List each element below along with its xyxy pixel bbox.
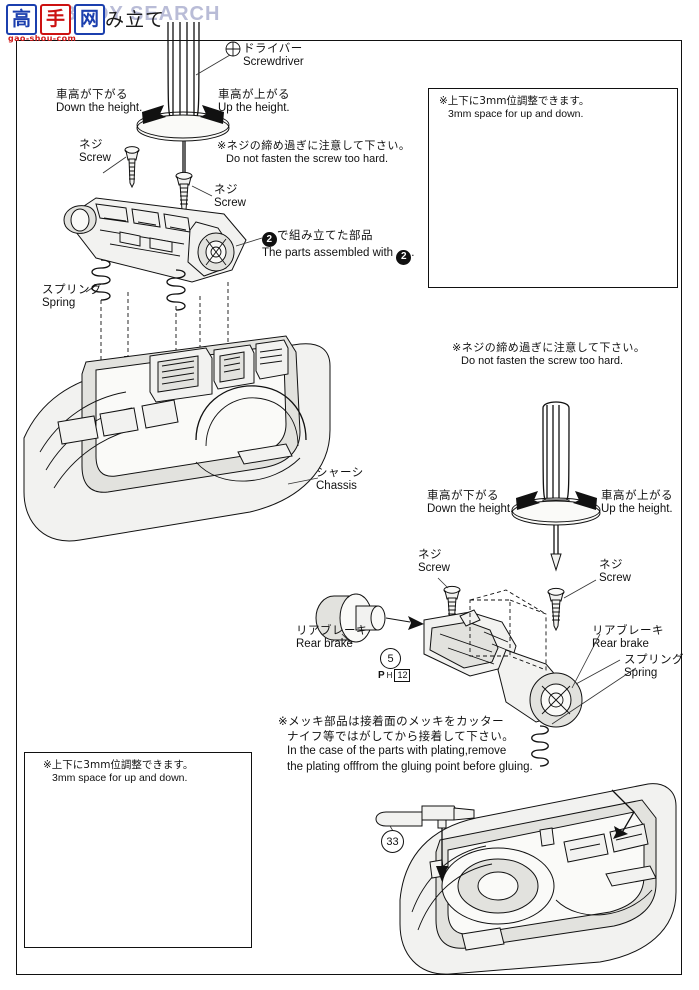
screwdriver-cross-icon xyxy=(225,41,241,57)
rear-suspension-assembly xyxy=(423,589,583,728)
label-screwdriver: ドライバー Screwdriver xyxy=(243,41,304,68)
label-down-height-bottom: 車高が下がる Down the height. xyxy=(427,488,514,515)
label-screw-top-left: ネジ Screw xyxy=(79,137,111,164)
inset-top-right: ※上下に3mm位調整できます。 3mm space for up and dow… xyxy=(428,88,678,288)
label-spring-bottom: スプリング Spring xyxy=(624,652,684,679)
screw-bottom-right-icon xyxy=(547,587,565,632)
part-code-prefix: P xyxy=(378,670,385,681)
assembled-en-text: The parts assembled with xyxy=(262,247,394,260)
front-suspension-assembly xyxy=(63,197,247,283)
rear-brake-drum-left xyxy=(315,593,424,643)
watermark-url: gao-shou-com xyxy=(8,34,77,43)
label-up-height-bottom: 車高が上がる Up the height. xyxy=(601,488,673,515)
note-screw-top: ※ネジの締め過ぎに注意して下さい。 Do not fasten the scre… xyxy=(217,139,411,165)
label-screw-top-right: ネジ Screw xyxy=(214,182,246,209)
inset-top-right-caption: ※上下に3mm位調整できます。 3mm space for up and dow… xyxy=(439,95,590,120)
chassis-bottom-artwork xyxy=(399,783,677,975)
spring-top-right-icon xyxy=(166,269,186,311)
label-spring-top: スプリング Spring xyxy=(42,282,102,309)
spring-top-left-icon xyxy=(91,259,111,301)
watermark-tile-1: 高 xyxy=(6,4,37,35)
label-up-height-top: 車高が上がる Up the height. xyxy=(218,87,290,114)
inset-bottom-left-caption: ※上下に3mm位調整できます。 3mm space for up and dow… xyxy=(43,759,194,784)
part-mark-33: 33 xyxy=(381,830,404,853)
label-rear-brake-right: リアブレーキ Rear brake xyxy=(592,623,664,650)
watermark-tile-2: 手 xyxy=(40,4,71,35)
assembled-en-period: . xyxy=(411,247,415,260)
step-mark-2-jp: 2 xyxy=(262,232,277,248)
screw-top-right-icon xyxy=(175,171,193,216)
inset-bottom-left: ※上下に3mm位調整できます。 3mm space for up and dow… xyxy=(24,752,252,948)
chassis-top-artwork xyxy=(23,335,331,542)
screwdriver-bottom-icon xyxy=(511,401,601,572)
assembled-jp-text: で組み立てた部品 xyxy=(277,228,373,242)
label-chassis: シャーシ Chassis xyxy=(316,465,364,492)
note-plating: ※メッキ部品は接着面のメッキをカッター ナイフ等ではがしてから接着して下さい。 … xyxy=(278,714,533,773)
label-screw-bottom-left: ネジ Screw xyxy=(418,547,450,574)
label-down-height-top: 車高が下がる Down the height. xyxy=(56,87,143,114)
part-code-number: 12 xyxy=(394,669,411,682)
diagram-frame xyxy=(16,40,682,975)
part-33-artwork xyxy=(375,805,475,882)
note-screw-mid: ※ネジの締め過ぎに注意して下さい。 Do not fasten the scre… xyxy=(452,341,646,367)
label-rear-brake-left: リアブレーキ Rear brake xyxy=(296,623,368,650)
watermark-tile-3: 网 xyxy=(74,4,105,35)
spring-bottom-icon xyxy=(531,725,549,767)
watermark-logo: 高 手 网 gao-shou-com xyxy=(6,4,105,43)
label-screw-bottom-right: ネジ Screw xyxy=(599,557,631,584)
screwdriver-top-icon xyxy=(136,21,230,194)
watermark-tiles: 高 手 网 xyxy=(6,4,105,35)
step-mark-5: 5 xyxy=(380,648,401,669)
part-code-sub: H xyxy=(386,671,393,680)
screw-top-left-icon xyxy=(124,146,140,189)
step-mark-2-en: 2 xyxy=(396,249,412,265)
